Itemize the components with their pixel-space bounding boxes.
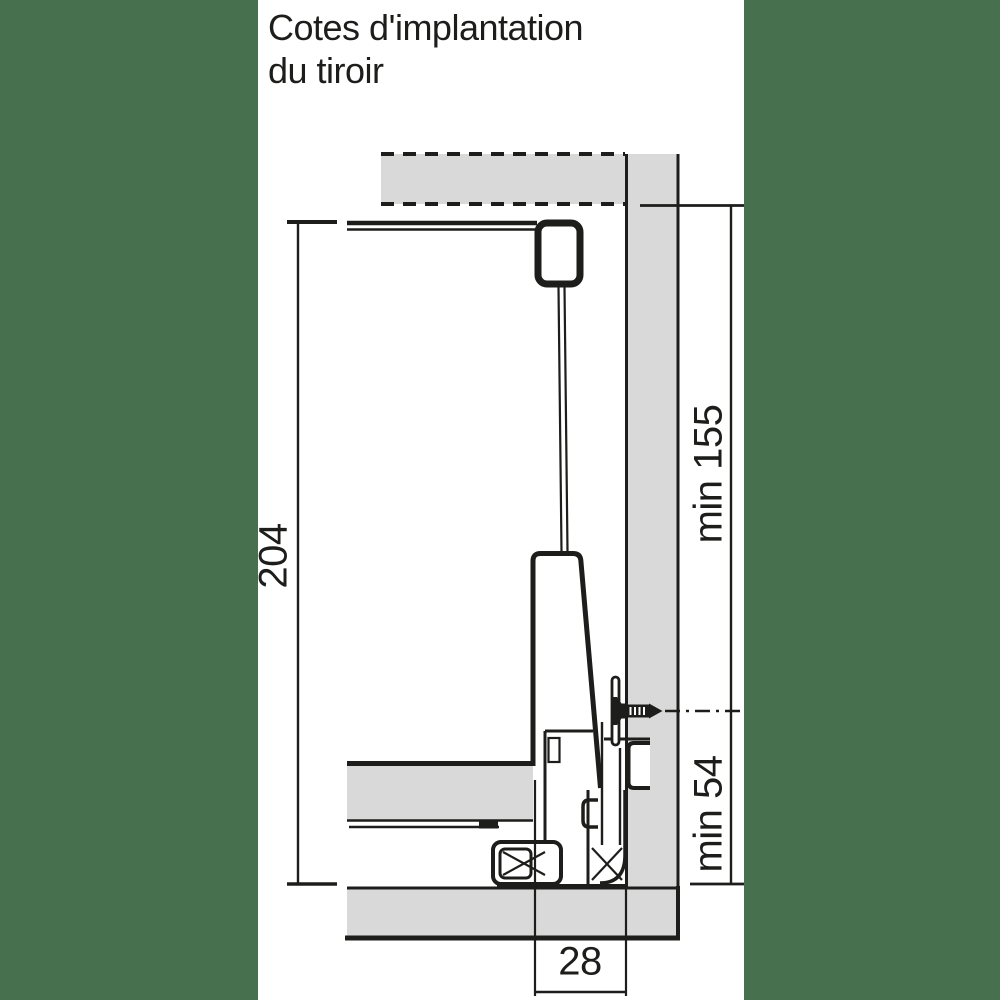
dimension-label-204: 204 bbox=[251, 523, 296, 589]
dimension-min155 bbox=[640, 204, 744, 711]
runner-profile bbox=[491, 790, 628, 889]
screw-icon bbox=[611, 697, 663, 725]
rail-holder bbox=[534, 219, 584, 288]
backdrop-left bbox=[0, 0, 258, 1000]
rail-rod bbox=[557, 286, 569, 552]
dimension-label-28: 28 bbox=[558, 939, 602, 984]
backdrop-right bbox=[744, 0, 1000, 1000]
dimension-label-min155: min 155 bbox=[686, 404, 731, 544]
drawer-back-profile bbox=[530, 551, 650, 856]
dimension-min54 bbox=[690, 711, 744, 886]
dimension-28 bbox=[533, 780, 628, 996]
dimension-label-min54: min 54 bbox=[686, 755, 731, 873]
page-title: Cotes d'implantation du tiroir bbox=[268, 6, 584, 92]
drawer-bottom-panel bbox=[347, 761, 535, 829]
page-title-line2: du tiroir bbox=[268, 50, 384, 91]
gallery-rail bbox=[347, 220, 537, 231]
dimension-204 bbox=[287, 220, 337, 886]
page-title-line1: Cotes d'implantation bbox=[268, 7, 584, 48]
cabinet-bottom-panel bbox=[345, 886, 680, 941]
